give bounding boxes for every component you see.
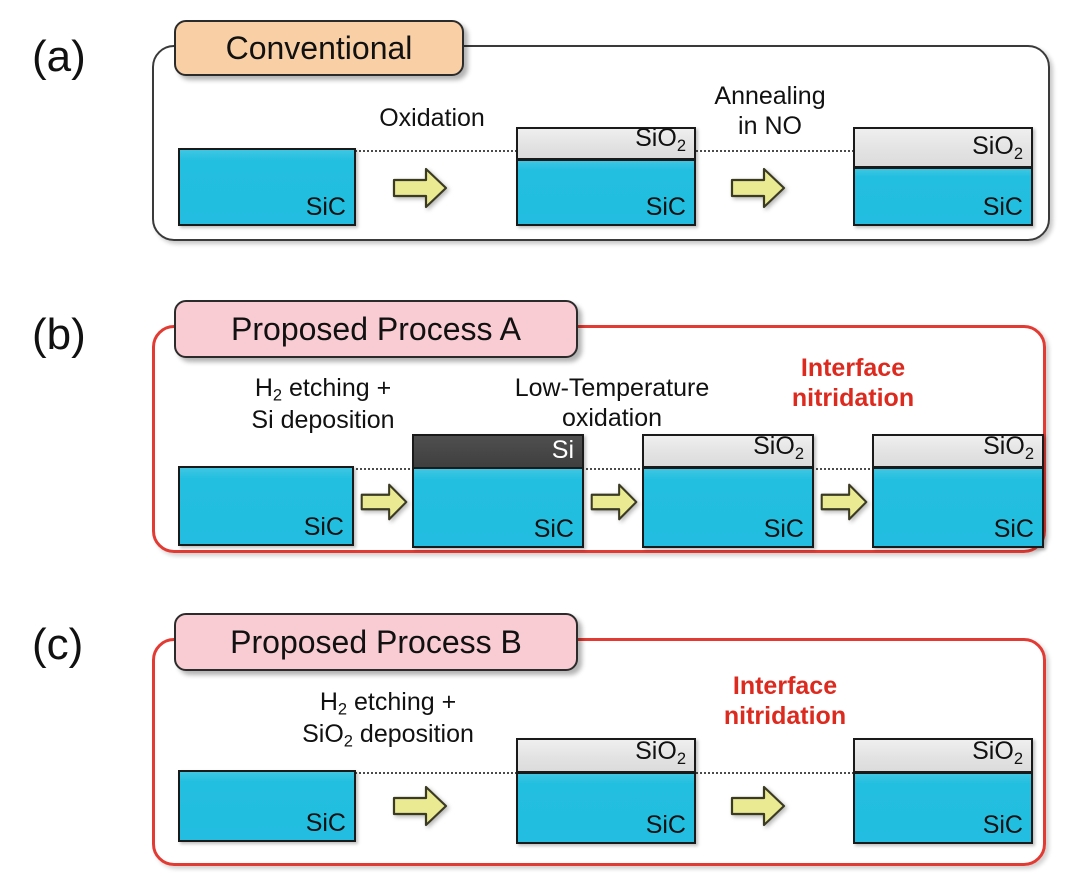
caption-line: H2 etching + [319, 688, 457, 719]
panel-frame-b [152, 325, 1046, 553]
process-arrow [392, 166, 448, 210]
layer-sic: SiC [178, 770, 356, 842]
stage-b-sic-with-si: Si SiC [412, 434, 584, 548]
layer-label-sic: SiC [645, 193, 686, 221]
caption-h2-etching-sio2-deposition: H2 etching + SiO2 deposition [248, 688, 528, 752]
stage-c-bare-sic: SiC [178, 770, 356, 842]
panel-title-c: Proposed Process B [174, 613, 578, 671]
interface-guide-line [582, 468, 644, 470]
layer-sic: SiC [853, 169, 1033, 226]
caption-oxidation: Oxidation [362, 104, 502, 134]
layer-sio2: SiO2 [516, 123, 696, 161]
layer-label-sic: SiC [763, 515, 804, 543]
caption-line: SiO2 deposition [302, 720, 474, 751]
process-arrow [590, 482, 638, 522]
layer-sio2: SiO2 [853, 738, 1033, 774]
caption-line: nitridation [791, 383, 915, 412]
layer-label-sic: SiC [533, 515, 574, 543]
layer-sio2: SiO2 [872, 431, 1044, 469]
layer-label-sic: SiC [305, 193, 346, 221]
stage-b-bare-sic: SiC [178, 466, 354, 546]
process-arrow [360, 482, 408, 522]
caption-interface-nitridation: Interface nitridation [690, 672, 880, 731]
interface-guide-line [355, 150, 521, 152]
process-arrow [820, 482, 868, 522]
caption-line: oxidation [561, 403, 663, 432]
caption-line: nitridation [723, 701, 847, 730]
layer-label-sic: SiC [305, 809, 346, 837]
panel-frame-c [152, 638, 1046, 866]
layer-sio2: SiO2 [516, 738, 696, 774]
layer-sio2: SiO2 [642, 431, 814, 469]
interface-guide-line [692, 150, 858, 152]
caption-line: H2 etching + [254, 374, 392, 405]
caption-interface-nitridation: Interface nitridation [758, 354, 948, 413]
caption-annealing-in-no: Annealing in NO [700, 82, 840, 141]
interface-guide-line [812, 468, 874, 470]
process-arrow [392, 784, 448, 828]
layer-label-sio2: SiO2 [972, 131, 1023, 163]
layer-label-sic: SiC [982, 193, 1023, 221]
interface-guide-line [355, 772, 521, 774]
layer-sio2: SiO2 [853, 127, 1033, 169]
stage-a-sic-with-oxide: SiO2 SiC [516, 123, 696, 226]
caption-line: in NO [738, 111, 802, 140]
layer-si: Si [412, 434, 584, 469]
layer-sic: SiC [412, 469, 584, 548]
panel-label-a: (a) [32, 32, 86, 81]
caption-line: Oxidation [379, 104, 485, 132]
layer-label-sio2: SiO2 [635, 123, 686, 155]
caption-line: Interface [732, 672, 838, 700]
process-arrow [730, 784, 786, 828]
layer-label-sio2: SiO2 [983, 431, 1034, 463]
caption-low-temperature-oxidation: Low-Temperature oxidation [472, 374, 752, 433]
layer-label-sic: SiC [993, 515, 1034, 543]
panel-title-a: Conventional [174, 20, 464, 76]
layer-sic: SiC [178, 466, 354, 546]
layer-label-sic: SiC [982, 811, 1023, 839]
caption-line: Interface [800, 354, 906, 382]
panel-label-b: (b) [32, 310, 86, 359]
caption-line: Annealing [714, 82, 826, 110]
layer-label-sio2: SiO2 [635, 736, 686, 768]
stage-a-sic-with-annealed-oxide: SiO2 SiC [853, 127, 1033, 226]
stage-c-sic-with-nitrided-oxide: SiO2 SiC [853, 738, 1033, 844]
layer-label-sic: SiC [645, 811, 686, 839]
interface-guide-line [692, 772, 858, 774]
panel-frame-a [152, 45, 1050, 241]
interface-guide-line [352, 468, 414, 470]
stage-a-bare-sic: SiC [178, 148, 356, 226]
process-arrow [730, 166, 786, 210]
caption-h2-etching-si-deposition: H2 etching + Si deposition [188, 374, 458, 436]
layer-label-si: Si [551, 436, 574, 464]
stage-b-sic-with-nitrided-oxide: SiO2 SiC [872, 431, 1044, 548]
caption-line: Si deposition [251, 406, 395, 435]
panel-label-c: (c) [32, 620, 84, 669]
layer-sic: SiC [642, 469, 814, 548]
layer-sic: SiC [872, 469, 1044, 548]
layer-label-sic: SiC [303, 513, 344, 541]
caption-line: Low-Temperature [514, 374, 710, 402]
stage-c-sic-with-deposited-oxide: SiO2 SiC [516, 738, 696, 844]
layer-sic: SiC [178, 148, 356, 226]
layer-label-sio2: SiO2 [753, 431, 804, 463]
panel-title-b: Proposed Process A [174, 300, 578, 358]
layer-sic: SiC [516, 774, 696, 844]
layer-sic: SiC [516, 161, 696, 226]
stage-b-sic-with-oxide: SiO2 SiC [642, 431, 814, 548]
layer-sic: SiC [853, 774, 1033, 844]
layer-label-sio2: SiO2 [972, 736, 1023, 768]
